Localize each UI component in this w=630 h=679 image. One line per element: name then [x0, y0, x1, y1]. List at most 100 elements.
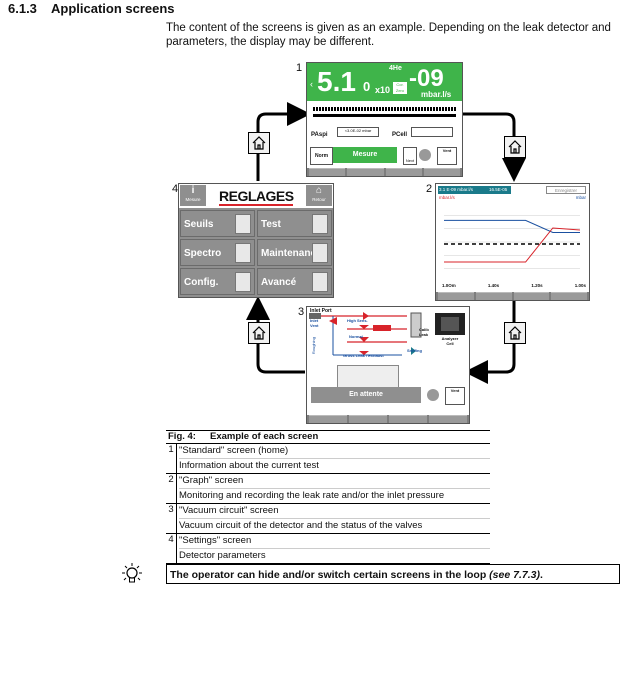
pinlet-gauge: <3.0E-02 mbar	[337, 127, 379, 137]
fkey-4[interactable]	[551, 292, 587, 300]
fkey-1[interactable]	[309, 168, 346, 176]
graph-plot	[444, 215, 580, 269]
tip-note: The operator can hide and/or switch cert…	[166, 564, 620, 584]
info-icon: i	[191, 185, 195, 196]
status-banner: En attente	[311, 387, 421, 403]
y-unit-left: mbar.l/s	[439, 195, 455, 200]
vent-button[interactable]: Vent	[445, 387, 465, 405]
settings-item-test[interactable]: Test	[257, 210, 332, 237]
bargraph-scale	[313, 114, 456, 117]
fkey-1[interactable]	[309, 415, 347, 423]
lightbulb-icon	[122, 563, 142, 583]
intro-paragraph: The content of the screens is given as a…	[166, 22, 611, 48]
leak-digit: 0	[363, 79, 371, 94]
sniffing-label: Sniffing	[407, 348, 422, 353]
normal-label: Normal	[349, 334, 363, 339]
home-button-bottom-right[interactable]	[504, 322, 526, 344]
home-button-bottom-left[interactable]	[248, 322, 270, 344]
pressure-series	[444, 227, 580, 263]
record-button[interactable]: Enregistrer	[546, 186, 586, 194]
settings-title: REGLAGES	[219, 188, 294, 204]
function-keys	[307, 415, 469, 423]
fkey-3[interactable]	[389, 415, 427, 423]
circuit-diagram	[309, 312, 465, 356]
helium-label: 4He	[389, 65, 402, 72]
screen-number-3: 3	[298, 306, 305, 318]
settings-item-spectro[interactable]: Spectro	[180, 239, 255, 266]
settings-item-maintenance[interactable]: Maintenance	[257, 239, 332, 266]
home-button-top-right[interactable]	[504, 136, 526, 158]
home-button-top-left[interactable]	[248, 132, 270, 154]
row-name: "Standard" screen (home)	[179, 445, 289, 456]
row-number: 2	[166, 474, 177, 503]
fkey-1[interactable]	[438, 292, 474, 300]
cal-zero-badge: Cor. Zero	[393, 82, 407, 94]
note-end: .	[539, 569, 543, 581]
settings-item-seuils[interactable]: Seuils	[180, 210, 255, 237]
fkey-2[interactable]	[475, 292, 512, 300]
vent-button[interactable]: Vent	[437, 147, 457, 165]
fkey-3[interactable]	[513, 292, 550, 300]
fkey-4[interactable]	[429, 415, 467, 423]
settings-item-label: Seuils	[184, 219, 214, 230]
graph-header-mid: 16.5E-05	[489, 186, 511, 194]
note-ref[interactable]: (see 7.7.3)	[489, 569, 540, 581]
row-desc: Monitoring and recording the leak rate a…	[179, 488, 490, 503]
section-title: Application screens	[51, 1, 175, 16]
measure-tab[interactable]: i Mesure	[180, 185, 206, 206]
graph-screen: 3.1 E-09 mbar.l/s 16.5E-05 Enregistrer m…	[435, 183, 590, 301]
figure-label: Fig. 4:	[168, 431, 196, 442]
settings-item-config[interactable]: Config.	[180, 268, 255, 295]
title-underline	[219, 204, 293, 206]
mode-mesure-button[interactable]: Mesure	[333, 147, 397, 163]
gross-leak-label: Gross Leak / Exhaust	[343, 353, 384, 358]
screen-number-4: 4	[172, 183, 179, 195]
fkey-3[interactable]	[385, 168, 422, 176]
spectro-icon	[235, 243, 251, 263]
row-number: 3	[166, 504, 177, 533]
home-icon	[508, 140, 522, 154]
figure-title: Example of each screen	[210, 431, 319, 442]
leak-value: 5.1	[317, 66, 356, 97]
screen-number-2: 2	[426, 183, 433, 195]
advanced-icon	[312, 272, 328, 292]
measure-banner: ‹ 5.1 0 x10 4He Cor. Zero -09 mbar.l/s	[307, 63, 462, 101]
screen-number-1: 1	[296, 62, 303, 74]
row-desc: Information about the current test	[179, 458, 490, 473]
calib-leak-label: Calib Leak	[419, 327, 429, 337]
home-icon	[252, 136, 266, 150]
vacuum-circuit-screen: Inlet Port Inlet Vent High Sens. Normal …	[306, 306, 470, 424]
fkey-2[interactable]	[349, 415, 387, 423]
standard-screen: ‹ 5.1 0 x10 4He Cor. Zero -09 mbar.l/s P…	[306, 62, 463, 177]
multiplier: x10	[375, 85, 391, 95]
pinlet-label: PAspi	[311, 132, 328, 138]
fkey-4[interactable]	[423, 168, 460, 176]
row-number: 4	[166, 534, 177, 563]
row-number: 1	[166, 444, 177, 473]
bargraph	[313, 107, 456, 111]
mode-norm-button[interactable]: Norm	[310, 147, 333, 165]
settings-item-avance[interactable]: Avancé	[257, 268, 332, 295]
pcell-gauge	[411, 127, 453, 137]
x-tick: 1.0Om	[442, 283, 456, 288]
caption-header: Fig. 4: Example of each screen	[166, 430, 490, 444]
fkey-2[interactable]	[347, 168, 384, 176]
pcell-label: PCell	[392, 132, 408, 138]
settings-item-label: Spectro	[184, 248, 222, 259]
graph-header-left: 3.1 E-09 mbar.l/s	[438, 186, 489, 194]
gauge-icon	[419, 149, 431, 161]
home-icon	[252, 326, 266, 340]
inlet-port-label: Inlet Port	[310, 308, 332, 314]
config-icon	[235, 272, 251, 292]
next-button[interactable]: Next	[403, 147, 417, 165]
high-sens-label: High Sens.	[347, 318, 368, 323]
leak-rate-series	[444, 219, 580, 233]
gauge-icon	[427, 389, 439, 401]
return-tab[interactable]: ⌂ Retour	[306, 185, 332, 206]
loop-arrows	[246, 102, 526, 384]
home-icon: ⌂	[315, 185, 323, 196]
x-tick: 1.20s	[531, 283, 543, 288]
row-desc: Vacuum circuit of the detector and the s…	[179, 518, 490, 533]
